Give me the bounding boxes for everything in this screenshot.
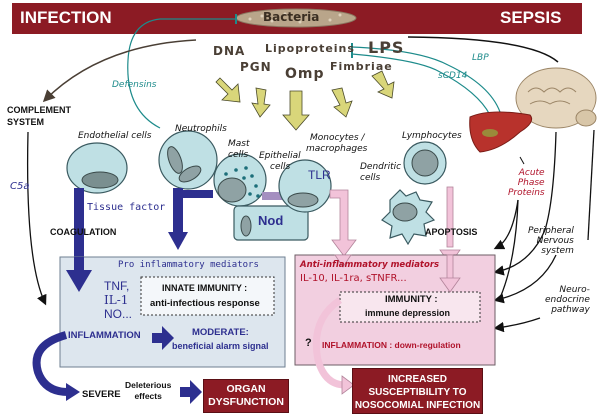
innate-immunity-sub: anti-infectious response (150, 298, 260, 309)
neuro-line1: Neuro- (559, 285, 590, 295)
nosocomial-line2: SUSCEPTIBILITY TO (368, 387, 467, 398)
peripheral-line3: system (541, 246, 574, 256)
sepsis-label: SEPSIS (500, 8, 562, 27)
monocytes-label-line1: Monocytes / (310, 133, 365, 143)
immunity-title: IMMUNITY : (385, 294, 438, 305)
peripheral-line2: Nervous (536, 236, 574, 246)
nosocomial-infection-box: INCREASED SUSCEPTIBILITY TO NOSOCOMIAL I… (352, 368, 483, 414)
nosocomial-line3: NOSOCOMIAL INFECTION (354, 400, 481, 411)
mediator-tnf: TNF, (104, 279, 130, 293)
c5a-label: C5a (10, 181, 30, 192)
omp-label: Omp (285, 66, 325, 82)
defensins-inhibit-line (127, 18, 236, 129)
neuro-line2: endocrine (545, 295, 590, 305)
epithelial-cells-label-line2: cells (270, 162, 291, 172)
nosocomial-line1: INCREASED (388, 374, 447, 385)
dendritic-cells-label-line1: Dendritic (360, 162, 402, 172)
lbp-label: LBP (472, 53, 489, 63)
ligand-arrows (215, 70, 395, 131)
mast-cells-label-line2: cells (228, 150, 249, 160)
brain-image (515, 67, 597, 129)
neutrophil-cell (158, 130, 218, 190)
mediator-no: NO... (104, 307, 133, 321)
infection-label: INFECTION (20, 8, 112, 27)
pro-inflammatory-title: Pro inflammatory mediators (118, 260, 259, 270)
lps-label: LPS (368, 38, 405, 57)
dna-label: DNA (213, 44, 246, 58)
monocytes-label-line2: macrophages (306, 144, 368, 154)
peripheral-nervous-system-label: Peripheral Nervous system (528, 226, 574, 256)
acute-line3: Proteins (508, 188, 545, 198)
bacteria-label: Bacteria (263, 10, 320, 24)
acute-line1: Acute (518, 168, 545, 178)
severe-label: SEVERE (82, 389, 121, 400)
acute-line2: Phase (517, 178, 545, 188)
pgn-label: PGN (240, 60, 272, 74)
mediator-il1: IL-1 (104, 293, 129, 307)
immunity-sub: immune depression (365, 308, 451, 318)
neutrophils-label: Neutrophils (175, 124, 227, 134)
tlr-label: TLR (308, 168, 331, 182)
organ-dysfunction-box: ORGAN DYSFUNCTION (203, 379, 289, 413)
lipoproteins-label: Lipoproteins (265, 42, 355, 55)
innate-immunity-title: INNATE IMMUNITY : (162, 283, 248, 293)
organ-line2: DYSFUNCTION (208, 396, 284, 408)
nod-receptor-box (233, 205, 309, 241)
liver-image (469, 111, 533, 153)
complement-label-line1: COMPLEMENT (7, 105, 71, 115)
complement-arrow (42, 39, 197, 103)
acute-phase-proteins-label: Acute Phase Proteins (508, 168, 545, 198)
organ-line1: ORGAN (226, 383, 266, 395)
scd14-label: sCD14 (438, 71, 468, 81)
mast-cells-label-line1: Mast (228, 139, 250, 149)
deleterious-line1: Deleterious (125, 380, 172, 390)
neuroendocrine-pathway-label: Neuro- endocrine pathway (545, 285, 590, 315)
deleterious-line2: effects (134, 391, 162, 401)
complement-label-line2: SYSTEM (7, 117, 45, 127)
fimbriae-label: Fimbriae (330, 60, 393, 73)
moderate-sub-label: beneficial alarm signal (172, 341, 269, 351)
pro-mediators-list: TNF, IL-1 NO... (104, 279, 132, 321)
nod-label: Nod (258, 213, 284, 228)
anti-inflammatory-title: Anti-inflammatory mediators (300, 260, 440, 270)
inflammation-downregulation-label: INFLAMMATION : down-regulation (322, 340, 461, 350)
moderate-label: MODERATE: (192, 327, 249, 338)
coagulation-label: COAGULATION (50, 227, 117, 237)
tissue-factor-label: Tissue factor (87, 202, 166, 213)
neuro-line3: pathway (551, 305, 590, 315)
peripheral-line1: Peripheral (528, 226, 574, 236)
question-mark: ? (305, 337, 312, 349)
deleterious-effects-label: Deleterious effects (125, 380, 171, 402)
inflammation-label: INFLAMMATION (68, 330, 141, 341)
lymphocytes-label: Lymphocytes (402, 131, 462, 141)
epithelial-cells-label-line1: Epithelial (259, 151, 301, 161)
apoptosis-label: APOPTOSIS (425, 227, 478, 237)
endothelial-cells-label: Endothelial cells (78, 131, 152, 141)
anti-mediators-list: IL-10, IL-1ra, sTNFR... (300, 273, 407, 284)
defensins-label: Defensins (112, 80, 157, 90)
dendritic-cells-label-line2: cells (360, 173, 381, 183)
